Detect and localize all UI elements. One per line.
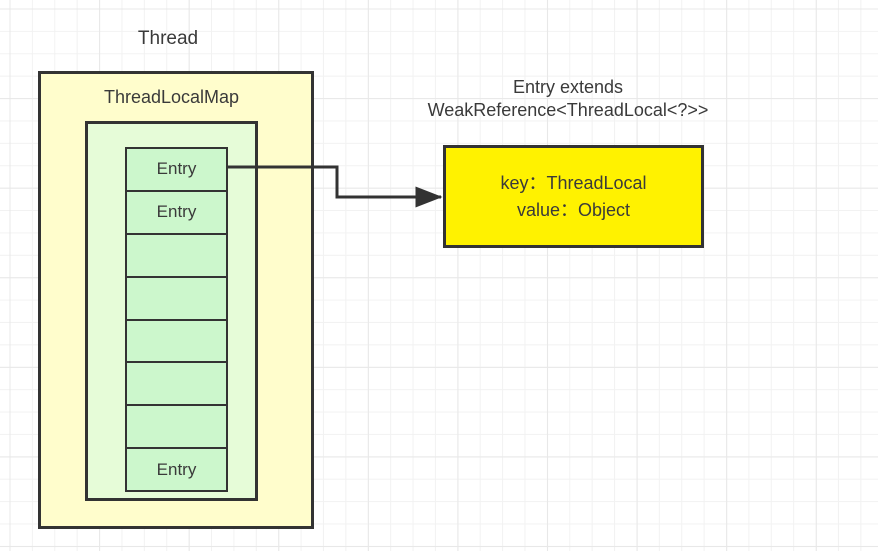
- entry-key-line: key：ThreadLocal: [500, 173, 647, 194]
- entry-cell: [125, 361, 228, 407]
- entry-cell: Entry: [125, 189, 228, 235]
- thread-local-map-title: ThreadLocalMap: [103, 87, 240, 107]
- entry-cell: [125, 275, 228, 321]
- entry-cell: [125, 232, 228, 278]
- entry-cell: Entry: [125, 147, 228, 192]
- thread-title: Thread: [137, 28, 199, 49]
- entry-cell: [125, 404, 228, 450]
- entry-extends-caption: Entry extends WeakReference<ThreadLocal<…: [398, 76, 738, 122]
- entry-value-line: value：Object: [516, 199, 631, 220]
- entry-cell: [125, 318, 228, 364]
- entry-table: Entry Entry Entry: [125, 147, 228, 492]
- entry-detail-box: key：ThreadLocal value：Object: [443, 145, 704, 248]
- entry-caption-line-2: WeakReference<ThreadLocal<?>>: [427, 100, 709, 121]
- entry-caption-line-1: Entry extends: [512, 77, 624, 97]
- entry-cell: Entry: [125, 447, 228, 492]
